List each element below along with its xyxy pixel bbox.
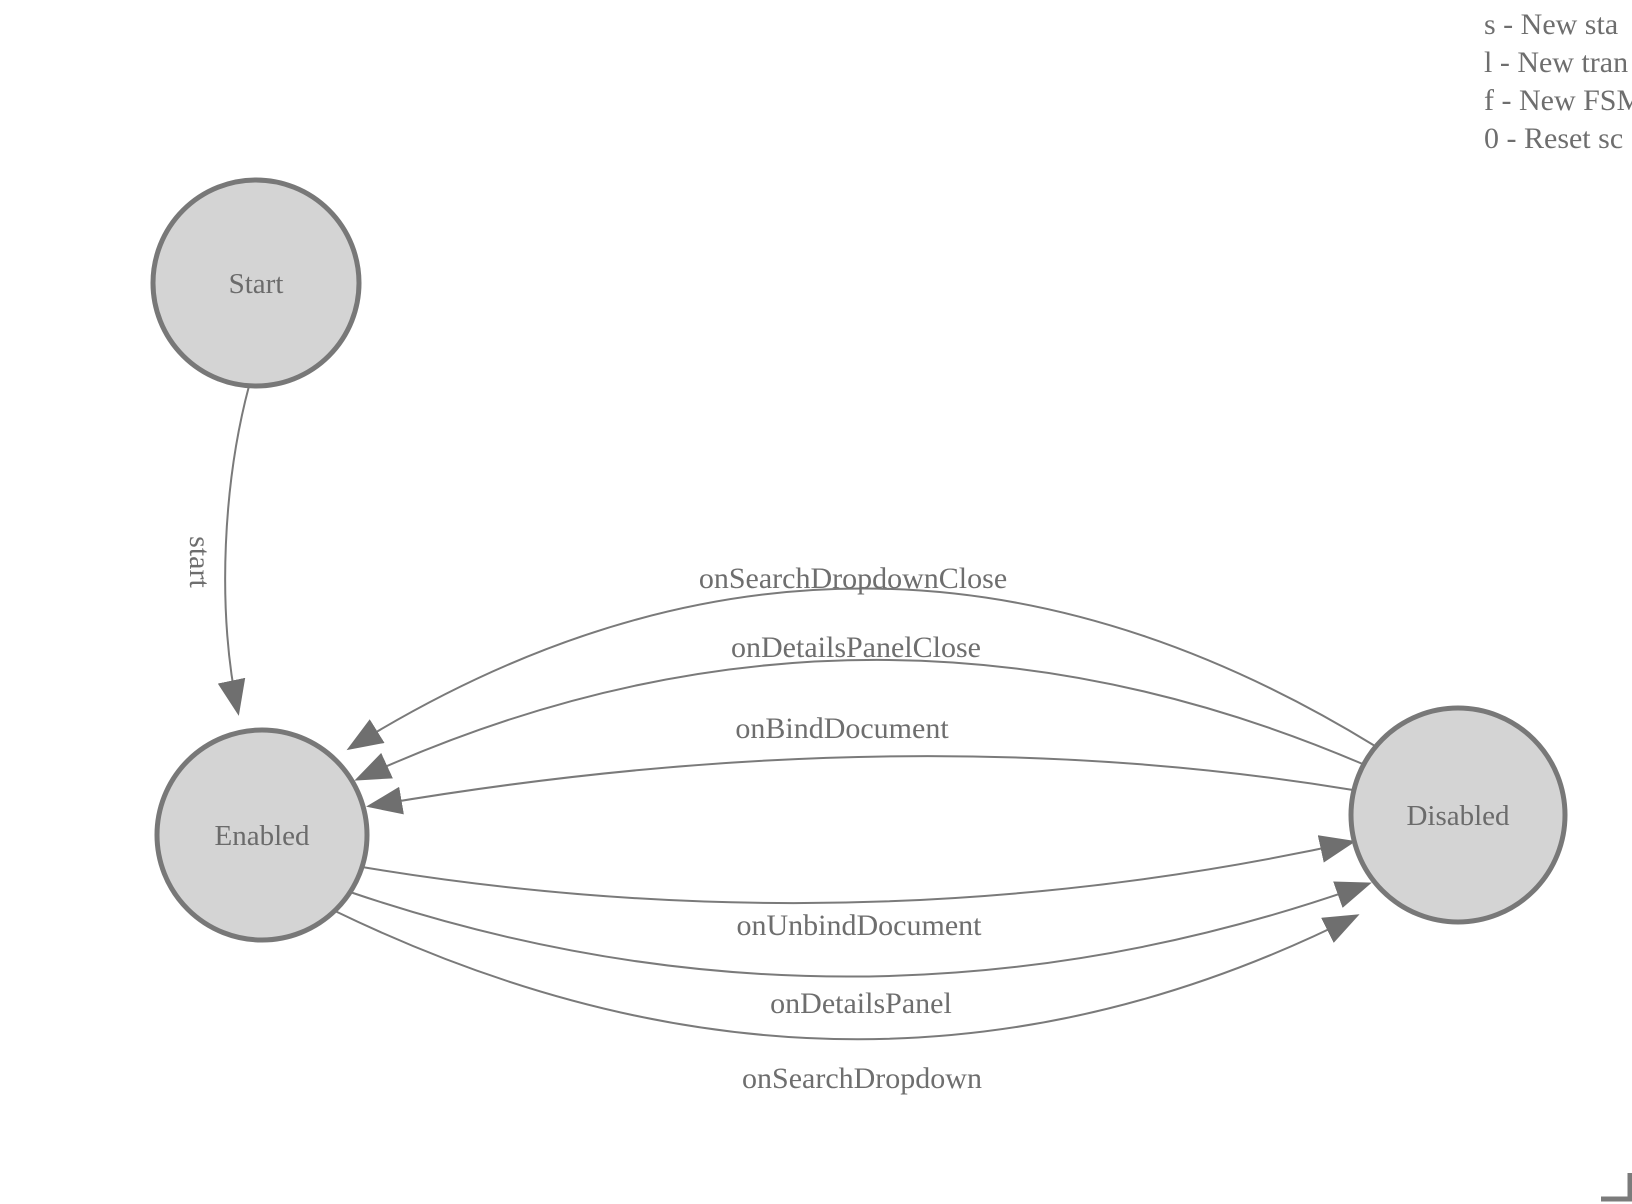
state-node-enabled[interactable]: Enabled (154, 727, 370, 943)
transition-label-start: start (183, 536, 216, 588)
transition-labels: start onSearchDropdownClose onDetailsPan… (183, 536, 1007, 1095)
corner-bracket (1601, 1173, 1632, 1202)
transition-label-onSearchDropdownClose: onSearchDropdownClose (699, 562, 1007, 595)
transition-label-onUnbindDocument: onUnbindDocument (737, 909, 983, 942)
transition-onSearchDropdownClose[interactable] (346, 587, 1376, 751)
state-node-disabled[interactable]: Disabled (1348, 705, 1568, 925)
state-node-start[interactable]: Start (150, 177, 362, 389)
transition-label-onBindDocument: onBindDocument (735, 712, 949, 745)
transition-onBindDocument[interactable] (366, 755, 1354, 815)
state-circle-start[interactable] (150, 177, 362, 389)
state-label-start: Start (229, 268, 284, 300)
transition-label-onSearchDropdown: onSearchDropdown (742, 1062, 982, 1095)
transition-label-onDetailsPanelClose: onDetailsPanelClose (731, 631, 981, 664)
transition-edges (217, 385, 1376, 1041)
state-circle-enabled[interactable] (154, 727, 370, 943)
hotkey-legend: s - New sta l - New tran f - New FSM 0 -… (1484, 6, 1632, 158)
transition-onSearchDropdown[interactable] (334, 910, 1360, 1041)
legend-item-new-fsm: f - New FSM (1484, 84, 1632, 117)
legend-item-new-state: s - New sta (1484, 8, 1619, 41)
legend-item-reset: 0 - Reset sc (1484, 122, 1624, 155)
transition-onDetailsPanel[interactable] (349, 881, 1372, 978)
transition-label-onDetailsPanel: onDetailsPanel (770, 987, 952, 1020)
state-circle-disabled[interactable] (1348, 705, 1568, 925)
state-label-disabled: Disabled (1406, 800, 1510, 832)
transition-start[interactable] (217, 385, 250, 716)
transition-onUnbindDocument[interactable] (361, 835, 1356, 905)
legend-item-new-transition: l - New tran (1484, 46, 1629, 79)
state-label-enabled: Enabled (214, 820, 310, 852)
transition-onDetailsPanelClose[interactable] (354, 658, 1366, 781)
